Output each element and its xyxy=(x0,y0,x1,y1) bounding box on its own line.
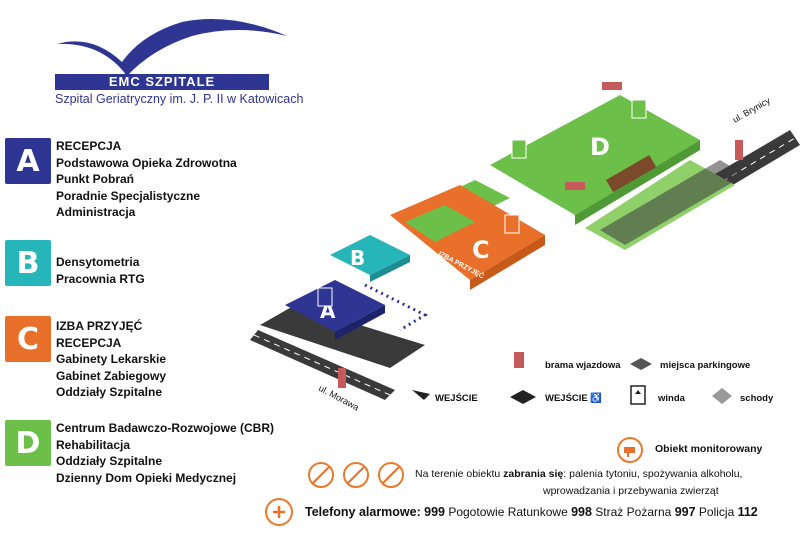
legend-badge-c: C xyxy=(5,316,51,362)
building-d xyxy=(490,95,700,215)
legend-text-d: Centrum Badawczo-Rozwojowe (CBR) Rehabil… xyxy=(56,420,274,486)
road-morawa xyxy=(250,330,395,400)
gate-icon xyxy=(735,140,743,160)
legend-d-line: Dzienny Dom Opieki Medycznej xyxy=(56,470,237,485)
legend-c-line: IZBA PRZYJĘĆ xyxy=(56,319,143,333)
brand-name: EMC SZPITALE xyxy=(55,74,269,90)
elevator-icon xyxy=(317,287,333,307)
building-a xyxy=(285,280,385,332)
monitored-label: Obiekt monitorowany xyxy=(655,443,763,455)
elevator-icon xyxy=(630,385,646,405)
legend-text-b: Densytometria Pracownia RTG xyxy=(56,254,145,287)
building-c xyxy=(390,185,545,280)
stairs-icon xyxy=(712,388,732,404)
legend-b-line: Densytometria xyxy=(56,255,140,269)
prohibition-line-2: wprowadzania i przebywania zwierząt xyxy=(543,485,719,497)
recepcja-label: RECEPCJA xyxy=(491,279,528,303)
seagull-logo-icon xyxy=(57,19,287,76)
hospital-name: Szpital Geriatryczny im. J. P. II w Kato… xyxy=(55,92,304,106)
legend-c-line: Gabinet Zabiegowy xyxy=(56,368,167,383)
key-entrance-accessible-label: WEJŚCIE ♿ xyxy=(545,393,603,404)
site-map: D C B A IZBA PRZYJĘĆ RECEPCJA ul. Brynic… xyxy=(250,82,800,412)
legend-c-line: Oddziały Szpitalne xyxy=(56,385,163,399)
legend-badge-b: B xyxy=(5,240,51,286)
legend-c-line: RECEPCJA xyxy=(56,335,122,350)
legend-c-line: Gabinety Lekarskie xyxy=(56,352,167,366)
no-alcohol-icon xyxy=(343,462,369,488)
entrance-accessible-icon xyxy=(510,390,536,404)
legend-a-line: RECEPCJA xyxy=(56,139,122,153)
parking-icon xyxy=(630,358,652,370)
legend-a-line: Poradnie Specjalistyczne xyxy=(56,188,201,203)
key-gate-label: brama wjazdowa xyxy=(545,360,621,371)
key-elevator-label: winda xyxy=(658,393,685,404)
street-brynicy: ul. Brynicy xyxy=(731,95,772,125)
gate-icon xyxy=(602,82,622,90)
parking-lot-a xyxy=(260,305,425,368)
phone-icon xyxy=(265,498,293,526)
camera-icon xyxy=(617,437,643,463)
legend-d-line: Centrum Badawczo-Rozwojowe (CBR) xyxy=(56,421,275,435)
prohibition-line-1: Na terenie obiektu zabrania się: palenia… xyxy=(415,468,743,480)
building-d-label: D xyxy=(590,133,610,161)
key-parking-label: miejsca parkingowe xyxy=(660,360,751,371)
legend-a-line: Administracja xyxy=(56,205,136,219)
gate-icon xyxy=(338,368,346,388)
emergency-phones: Telefony alarmowe: 999 Pogotowie Ratunko… xyxy=(305,505,758,519)
legend-text-c: IZBA PRZYJĘĆ RECEPCJA Gabinety Lekarskie… xyxy=(56,318,166,401)
gate-icon xyxy=(565,182,585,190)
elevator-icon xyxy=(511,139,527,159)
elevator-icon xyxy=(504,214,520,234)
building-c-label: C xyxy=(472,236,490,264)
legend-d-line: Rehabilitacja xyxy=(56,437,131,452)
legend-b-line: Pracownia RTG xyxy=(56,271,145,286)
no-animals-icon xyxy=(378,462,404,488)
wheelchair-icon: ♿ xyxy=(590,393,603,404)
gate-icon xyxy=(514,352,524,368)
legend-badge-a: A xyxy=(5,138,51,184)
key-stairs-label: schody xyxy=(740,393,774,404)
legend-text-a: RECEPCJA Podstawowa Opieka Zdrowotna Pun… xyxy=(56,138,237,221)
legend-badge-d: D xyxy=(5,420,51,466)
building-b-label: B xyxy=(350,246,365,270)
elevator-icon xyxy=(631,99,647,119)
legend-a-line: Punkt Pobrań xyxy=(56,172,135,186)
key-entrance-label: WEJŚCIE xyxy=(435,393,478,404)
entrance-icon xyxy=(412,390,430,400)
legend-a-line: Podstawowa Opieka Zdrowotna xyxy=(56,155,237,170)
no-smoking-icon xyxy=(308,462,334,488)
building-b xyxy=(330,235,410,275)
legend-d-line: Oddziały Szpitalne xyxy=(56,454,163,468)
